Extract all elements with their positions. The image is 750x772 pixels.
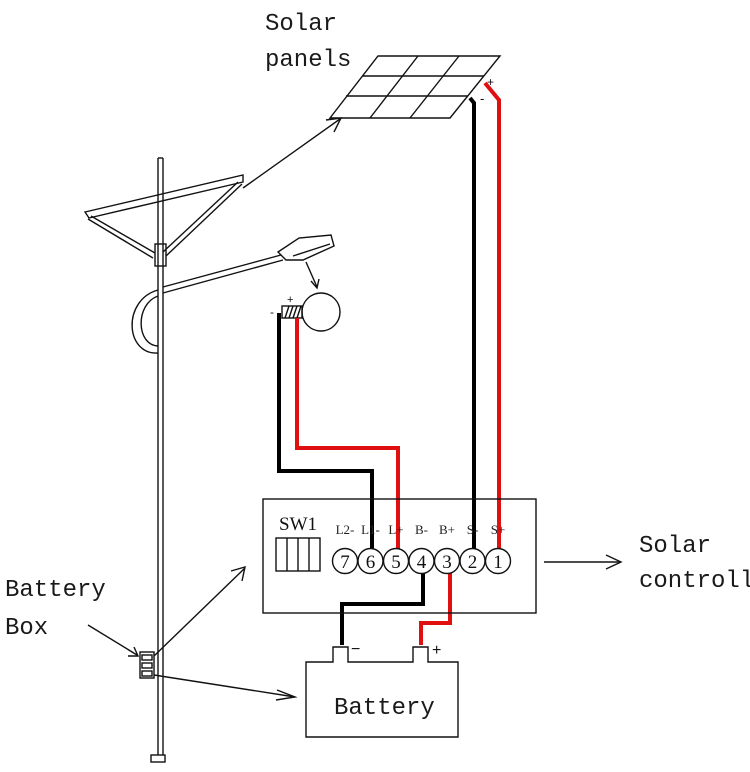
solar-controller-label-line2: controll (639, 568, 750, 595)
terminal-number-3: 3 (442, 552, 452, 573)
arrow-battery-box-to-battery (153, 674, 298, 701)
battery (305, 646, 459, 738)
bulb-plus-sign: + (287, 294, 293, 306)
terminal-number-4: 4 (417, 552, 427, 573)
battery-minus-sign: − (351, 641, 360, 658)
terminal-label-4: B- (415, 522, 428, 537)
terminal-block: L2- 7 L1- 6 L+ 5 B- 4 B+ 3 S- 2 S+ 1 (331, 522, 512, 575)
terminal-number-5: 5 (391, 552, 401, 573)
arrow-label-to-battery-box (87, 624, 140, 657)
solar-controller-box (262, 498, 537, 614)
terminal-number-1: 1 (493, 552, 503, 573)
wire-lamp-positive (295, 318, 400, 560)
wire-solar-positive (483, 81, 501, 560)
arrow-frame-to-panel (242, 117, 343, 189)
bulb-minus-sign: - (270, 305, 274, 319)
lamp-bulb (281, 292, 341, 332)
wire-battery-positive (419, 572, 452, 645)
wire-solar-negative (468, 96, 476, 560)
switch-sw1 (275, 537, 321, 572)
terminal-label-5: L+ (388, 522, 403, 537)
solar-panels-label-line1: Solar (265, 11, 337, 38)
solar-panel-minus-sign: - (480, 91, 484, 106)
terminal-number-7: 7 (340, 552, 350, 573)
wire-battery-negative (340, 572, 425, 645)
terminal-label-3: B+ (439, 522, 455, 537)
battery-label: Battery (334, 695, 435, 722)
terminal-1 (484, 547, 512, 575)
battery-box-label-line2: Box (5, 615, 48, 642)
terminal-label-1: S+ (491, 522, 506, 537)
terminal-number-6: 6 (366, 552, 376, 573)
arrow-lamp-to-bulb (305, 261, 320, 290)
street-light-pole (83, 157, 335, 763)
solar-panel (328, 55, 502, 119)
terminal-label-2: S- (467, 522, 479, 537)
switch-label: SW1 (279, 514, 317, 535)
solar-controller-label-line1: Solar (639, 533, 711, 560)
battery-box-label-line1: Battery (5, 577, 106, 604)
terminal-label-6: L1- (361, 522, 380, 537)
battery-plus-sign: + (432, 642, 441, 659)
terminal-label-7: L2- (336, 522, 355, 537)
arrow-controller-label (544, 554, 623, 570)
arrow-battery-box-to-controller (153, 566, 246, 657)
solar-panel-plus-sign: + (487, 75, 494, 89)
solar-panels-label-line2: panels (265, 47, 351, 74)
wire-lamp-negative (277, 313, 374, 560)
terminal-number-2: 2 (468, 552, 478, 573)
